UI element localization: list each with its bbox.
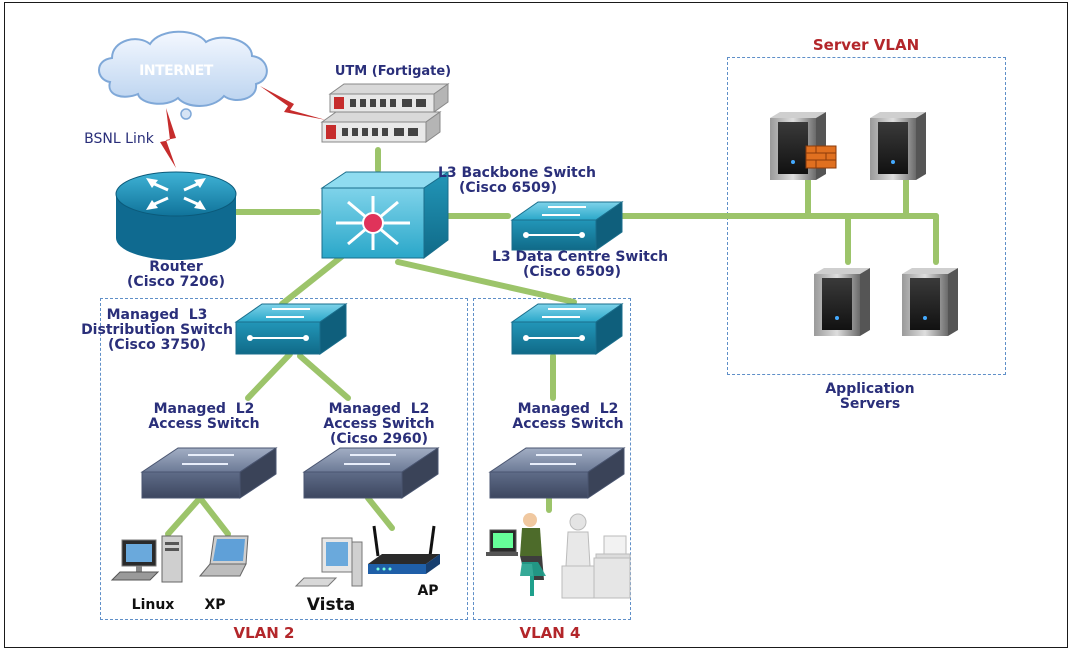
firewall-icon [805, 145, 837, 169]
access-point-icon [368, 525, 440, 574]
ap-label: AP [417, 583, 439, 599]
vista-pc-icon [294, 537, 363, 587]
datacentre-switch-label: L3 Data Centre Switch (Cisco 6509) [492, 249, 669, 280]
router-label: Router (Cisco 7206) [127, 259, 225, 290]
linux-label: Linux [131, 597, 175, 613]
server-2 [870, 112, 926, 180]
server-4 [902, 268, 958, 336]
bsnl-link-bolt [160, 108, 176, 168]
xp-laptop-icon [198, 535, 249, 577]
distribution-switch-label: Managed L3 Distribution Switch (Cisco 37… [81, 307, 233, 353]
vlan2-region [100, 298, 468, 620]
distribution-switch-device [234, 303, 348, 355]
linux-pc-icon [110, 535, 183, 583]
utm-fortigate-device [320, 83, 450, 143]
vlan4-l3-switch-device [510, 303, 624, 355]
vista-label: Vista [306, 595, 356, 615]
bsnl-link-label: BSNL Link [84, 131, 154, 147]
application-servers-label: Application Servers [825, 381, 915, 412]
link-lines [165, 147, 939, 537]
access-switch-3-label: Managed L2 Access Switch [512, 401, 624, 432]
vlan4-label: VLAN 4 [519, 624, 581, 642]
internet-cloud [98, 30, 268, 120]
utm-label: UTM (Fortigate) [334, 64, 452, 79]
access-switch-2-device [302, 447, 440, 499]
user-workstation-icon [486, 513, 546, 596]
server-vlan-label: Server VLAN [812, 36, 920, 54]
xp-label: XP [204, 597, 226, 613]
access-switch-2-label: Managed L2 Access Switch (Cicso 2960) [323, 401, 435, 447]
access-switch-3-device [488, 447, 626, 499]
user-workstation-2-icon [561, 513, 631, 599]
utm-link-bolt [260, 86, 326, 120]
backbone-switch-device [320, 171, 450, 259]
access-switch-1-label: Managed L2 Access Switch [148, 401, 260, 432]
access-switch-1-device [140, 447, 278, 499]
backbone-switch-label: L3 Backbone Switch (Cisco 6509) [438, 165, 597, 196]
datacentre-switch-device [510, 201, 624, 251]
internet-label: INTERNET [139, 63, 213, 79]
vlan2-label: VLAN 2 [233, 624, 295, 642]
router-device [115, 171, 237, 260]
diagram-frame [4, 2, 1068, 648]
server-3 [814, 268, 870, 336]
